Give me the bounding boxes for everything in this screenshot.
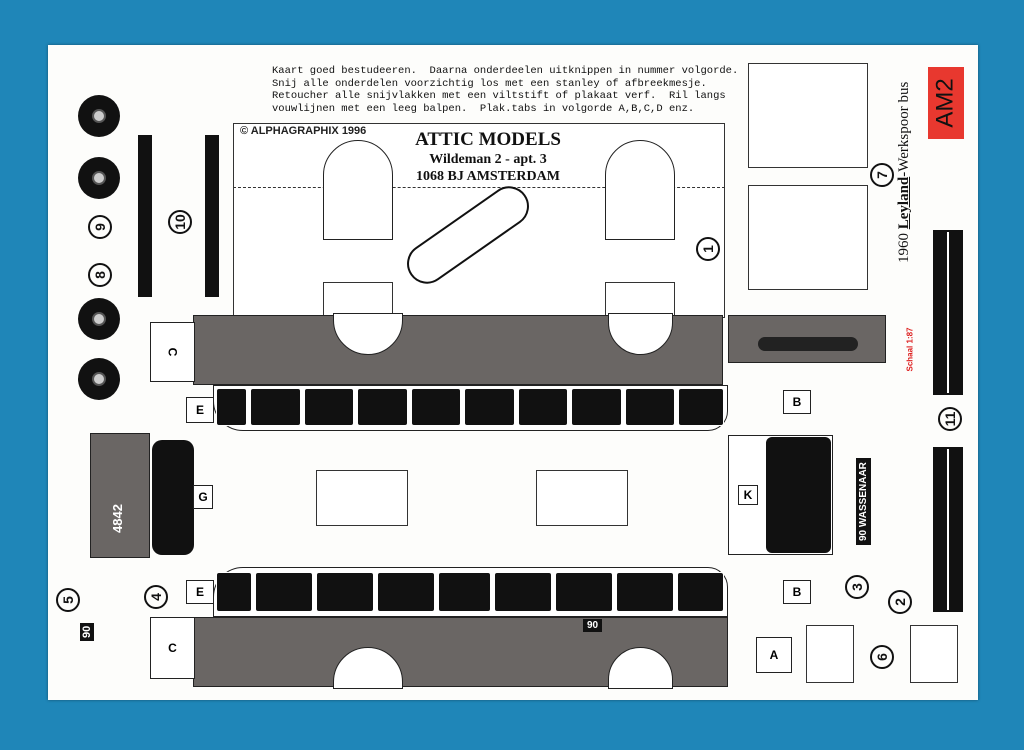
window	[254, 572, 313, 612]
rear-window	[152, 440, 194, 555]
part-number-4: 4	[144, 585, 168, 609]
window	[303, 388, 355, 426]
roof-arch	[323, 140, 393, 240]
model-code: AM2	[932, 78, 960, 128]
tab-k: K	[738, 485, 758, 505]
publisher-block: ATTIC MODELS Wildeman 2 - apt. 3 1068 BJ…	[378, 129, 598, 185]
tab-e: E	[186, 580, 214, 604]
window	[678, 388, 725, 426]
strip-part-11a	[933, 230, 963, 395]
window	[677, 572, 724, 612]
instruction-line: Retoucher alle snijvlakken met een vilts…	[272, 90, 726, 102]
part-number-3: 3	[845, 575, 869, 599]
copyright: © ALPHAGRAPHIX 1996	[240, 125, 367, 137]
publisher-name: ATTIC MODELS	[415, 129, 561, 150]
tab-b: B	[783, 580, 811, 604]
bus-rear	[90, 433, 150, 558]
upper-windows	[216, 388, 725, 426]
window	[410, 388, 462, 426]
wheel	[78, 358, 120, 400]
publisher-address: Wildeman 2 - apt. 3	[429, 152, 547, 167]
window	[216, 388, 248, 426]
part-7-lower	[748, 185, 868, 290]
instruction-line: vouwlijnen met een leeg balpen. Plak.tab…	[272, 102, 695, 115]
grille	[758, 337, 858, 351]
window	[554, 572, 613, 612]
part-number-1: 1	[696, 237, 720, 261]
part-number-7: 7	[870, 163, 894, 187]
part-number-2: 2	[888, 590, 912, 614]
part-6b	[910, 625, 958, 683]
destination-sign: 90 WASSENAAR	[856, 458, 871, 545]
model-year: 1960	[896, 233, 912, 263]
window	[357, 388, 408, 426]
instruction-line: Snij alle onderdelen voorzichtig los met…	[272, 77, 707, 90]
part-number-6: 6	[870, 645, 894, 669]
window	[493, 572, 552, 612]
window	[376, 572, 436, 612]
window	[615, 572, 675, 612]
brand-logo: Leyland	[896, 176, 912, 230]
tab-b: B	[783, 390, 811, 414]
route-sign-rear: 90	[80, 622, 94, 641]
window	[250, 388, 301, 426]
fleet-number: 4842	[110, 504, 125, 533]
tab-c: C	[150, 322, 195, 382]
strip-part	[205, 135, 219, 297]
instructions: Kaart goed bestudeeren. Daarna onderdeel…	[272, 65, 738, 115]
model-sheet: Kaart goed bestudeeren. Daarna onderdeel…	[48, 45, 978, 700]
model-code-badge: AM2	[928, 67, 964, 139]
strip-part-11b	[933, 447, 963, 612]
fold-line	[233, 187, 725, 188]
wheel	[78, 157, 120, 199]
part-7-upper	[748, 63, 868, 168]
publisher-city: 1068 BJ AMSTERDAM	[416, 169, 560, 184]
strip-part	[138, 135, 152, 297]
part-number-11: 11	[938, 407, 962, 431]
window	[517, 388, 569, 426]
tab-a: A	[756, 637, 792, 673]
window	[315, 572, 374, 612]
roof-arch	[605, 140, 675, 240]
route-sign-side: 90	[583, 619, 603, 632]
scale-label: Schaal 1:87	[905, 327, 915, 372]
model-name: -Werkspoor bus	[896, 81, 912, 177]
window	[571, 388, 622, 426]
tab-g: G	[193, 485, 213, 509]
door-window	[438, 572, 491, 612]
window	[216, 572, 252, 612]
window	[464, 388, 515, 426]
part-number-10: 10	[168, 210, 192, 234]
tab-e: E	[186, 397, 214, 423]
part-number-8: 8	[88, 263, 112, 287]
wheel	[78, 298, 120, 340]
floor-tab	[316, 470, 408, 526]
part-number-5: 5	[56, 588, 80, 612]
wheel	[78, 95, 120, 137]
part-6a	[806, 625, 854, 683]
lower-windows	[216, 572, 724, 612]
tab-c: C	[150, 617, 195, 679]
window	[624, 388, 676, 426]
floor-tab	[536, 470, 628, 526]
instruction-line: Kaart goed bestudeeren. Daarna onderdeel…	[272, 65, 739, 77]
model-title: 1960 Leyland-Werkspoor bus	[896, 82, 913, 263]
windscreen	[766, 437, 831, 553]
part-number-9: 9	[88, 215, 112, 239]
